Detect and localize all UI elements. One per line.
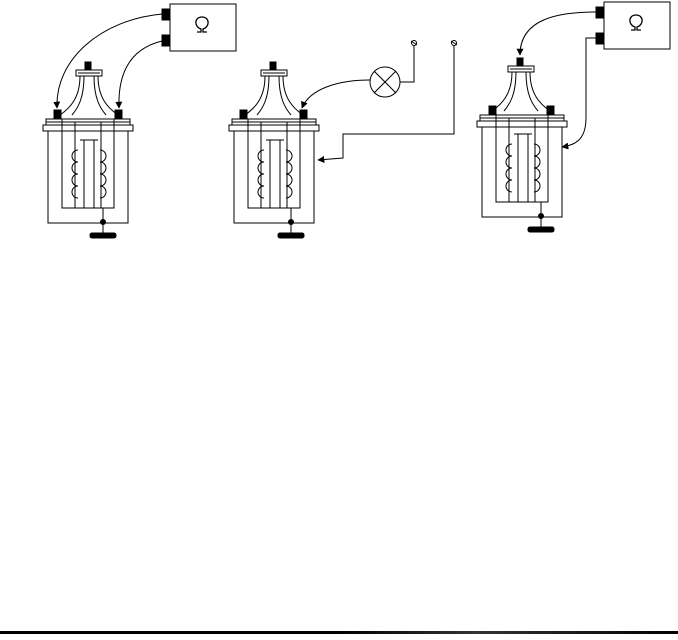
lead-right-1 [516,11,597,56]
bushing-middle [244,61,304,116]
ground-middle [277,232,305,239]
tank-middle [233,130,315,224]
coil-left-primary [71,149,79,199]
lamp-lead-to-tank [317,46,455,163]
ground-left [89,232,117,239]
panel-left: Ω [42,3,237,239]
footer-rule [0,631,678,634]
coil-middle-secondary [285,149,293,199]
test-lamp [369,66,401,98]
ohmmeter-left: Ω [161,3,237,52]
panel-right: Ω [476,1,671,233]
panel-middle [228,40,458,239]
coil-right-primary [505,143,513,193]
lead-left-1 [53,13,163,109]
coil-middle-primary [257,149,265,199]
lead-right-2 [561,37,596,150]
lamp-lead-to-bushing [301,79,371,109]
ground-right [527,226,555,233]
coil-right-secondary [533,143,541,193]
ohmmeter-right: Ω [595,1,671,50]
lead-left-2 [115,40,163,109]
tank-right [481,126,563,218]
coil-left-secondary [99,149,107,199]
tank-left [47,130,129,224]
bushing-right [491,57,551,112]
bushing-left [59,61,119,116]
